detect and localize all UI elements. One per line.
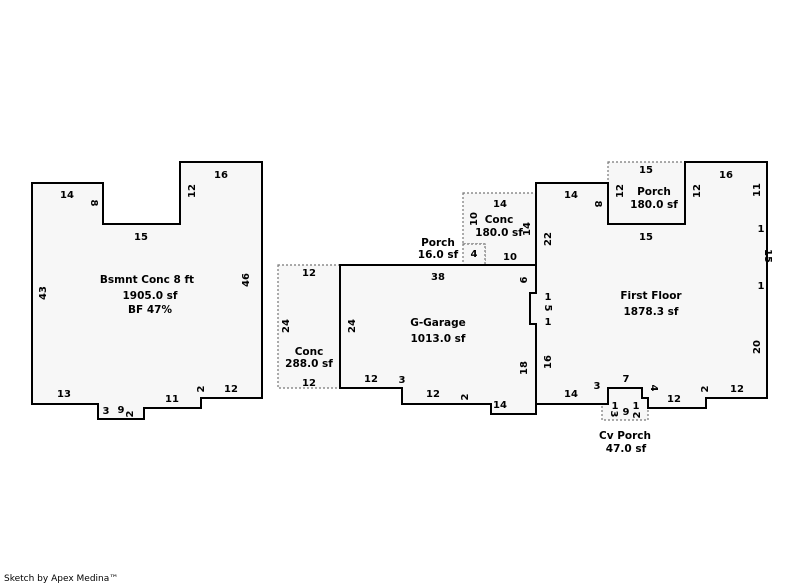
dim-conc-top-14: 14 [493, 199, 507, 210]
dim-ff-1b: 1 [758, 281, 765, 292]
dim-conc-left-12b: 12 [302, 378, 316, 389]
conc-left-outline [277, 264, 341, 389]
dim-bsmnt-9: 9 [118, 405, 125, 416]
dim-ff-14a: 14 [564, 190, 578, 201]
dim-garage-12a: 12 [364, 374, 378, 385]
dim-bsmnt-13: 13 [57, 389, 71, 400]
conc-left-area: 288.0 sf [285, 358, 333, 370]
dim-ff-14b: 14 [564, 389, 578, 400]
bsmnt-area: 1905.0 sf [123, 290, 178, 302]
dim-bsmnt-43: 43 [38, 286, 49, 300]
dim-bsmnt-2a: 2 [125, 410, 136, 417]
dim-garage-12b: 12 [426, 389, 440, 400]
dim-garage-2: 2 [460, 393, 471, 400]
dim-conc-top-10b: 10 [503, 252, 517, 263]
dim-porch-top-15: 15 [639, 165, 653, 176]
first-floor-title: First Floor [620, 290, 682, 302]
porch-small-title: Porch [421, 237, 455, 249]
dim-bsmnt-11: 11 [165, 394, 179, 405]
dim-garage-6: 6 [519, 276, 530, 283]
dim-conc-top-14b: 14 [522, 222, 533, 236]
dim-ff-16b: 16 [543, 355, 554, 369]
dim-ff-2: 2 [700, 385, 711, 392]
dim-ff-3: 3 [594, 381, 601, 392]
dim-cv-2: 2 [632, 411, 643, 418]
bsmnt-title: Bsmnt Conc 8 ft [100, 274, 194, 286]
sketch-credit: Sketch by Apex Medina™ [4, 574, 119, 584]
first-floor-area: 1878.3 sf [624, 306, 679, 318]
dim-cv-1a: 1 [612, 401, 619, 412]
dim-porch-small-4: 4 [471, 249, 478, 260]
dim-ff-11: 11 [752, 183, 763, 197]
dim-ff-12d: 12 [730, 384, 744, 395]
dim-ff-15b: 15 [762, 249, 773, 263]
dim-ff-4: 4 [648, 385, 659, 392]
dim-bsmnt-46: 46 [241, 273, 252, 287]
dim-bsmnt-12: 12 [187, 184, 198, 198]
dim-ff-12c: 12 [667, 394, 681, 405]
dim-conc-left-24: 24 [281, 319, 292, 333]
dim-garage-18: 18 [519, 361, 530, 375]
dim-bsmnt-2b: 2 [196, 385, 207, 392]
dim-ff-22: 22 [543, 232, 554, 246]
basement-outline [31, 161, 263, 420]
dim-ff-7: 7 [623, 374, 630, 385]
dim-cv-9: 9 [623, 407, 630, 418]
porch-small-area: 16.0 sf [418, 249, 459, 261]
dim-bsmnt-8: 8 [88, 200, 99, 207]
dim-cv-3: 3 [608, 411, 619, 418]
conc-top-title: Conc [485, 214, 514, 226]
dim-bsmnt-16: 16 [214, 170, 228, 181]
dim-bsmnt-14: 14 [60, 190, 74, 201]
cv-porch-area: 47.0 sf [606, 443, 647, 455]
dim-bsmnt-12b: 12 [224, 384, 238, 395]
dim-ff-1a: 1 [758, 224, 765, 235]
dim-ff-1c: 1 [545, 292, 552, 303]
cv-porch-title: Cv Porch [599, 430, 651, 442]
dim-ff-8: 8 [592, 201, 603, 208]
dim-garage-14: 14 [493, 400, 507, 411]
dim-conc-left-12a: 12 [302, 268, 316, 279]
porch-top-area: 180.0 sf [630, 199, 678, 211]
dim-bsmnt-15: 15 [134, 232, 148, 243]
first-floor-outline [529, 161, 768, 409]
dim-garage-38: 38 [431, 272, 445, 283]
porch-top-title: Porch [637, 186, 671, 198]
dim-bsmnt-3: 3 [103, 406, 110, 417]
conc-left-title: Conc [295, 346, 324, 358]
dim-ff-12a: 12 [615, 184, 626, 198]
dim-ff-20: 20 [752, 340, 763, 354]
dim-ff-1d: 1 [545, 317, 552, 328]
bsmnt-extra: BF 47% [128, 304, 172, 316]
dim-cv-1b: 1 [633, 401, 640, 412]
conc-top-area: 180.0 sf [475, 227, 523, 239]
dim-ff-12b: 12 [692, 184, 703, 198]
dim-ff-16: 16 [719, 170, 733, 181]
dim-ff-5: 5 [542, 305, 553, 312]
dim-garage-3: 3 [399, 375, 406, 386]
dim-conc-top-10a: 10 [469, 212, 480, 226]
dim-ff-15a: 15 [639, 232, 653, 243]
garage-title: G-Garage [410, 317, 466, 329]
dim-garage-24: 24 [347, 319, 358, 333]
garage-area: 1013.0 sf [411, 333, 466, 345]
